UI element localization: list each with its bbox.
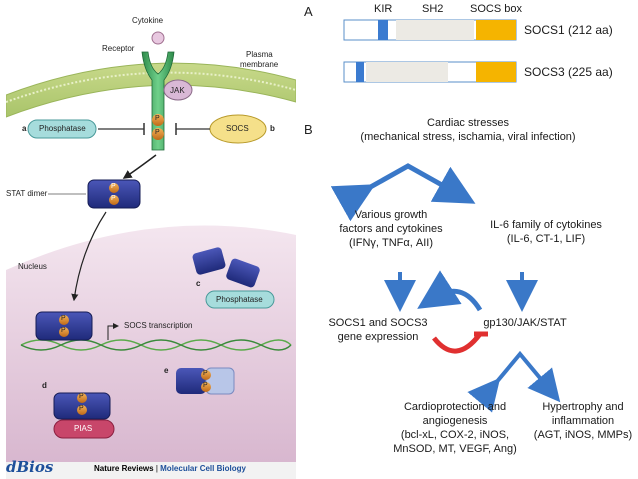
cardio-line-4: MnSOD, MT, VEGF, Ang) bbox=[393, 443, 517, 455]
cardio-line-3: (bcl-xL, COX-2, iNOS, bbox=[400, 429, 510, 441]
sh2-label: SH2 bbox=[422, 3, 444, 15]
phosphatase-c-label: Phosphatase bbox=[216, 295, 263, 304]
p-label: P bbox=[155, 115, 160, 122]
letter-d: d bbox=[42, 381, 47, 390]
phosphatase-a-label: Phosphatase bbox=[39, 124, 86, 133]
panel-b-letter: B bbox=[304, 122, 313, 137]
socs-box-label: SOCS box bbox=[470, 3, 522, 15]
p-label: P bbox=[61, 327, 66, 334]
dna bbox=[20, 339, 292, 351]
receptor bbox=[141, 51, 175, 151]
letter-b: b bbox=[270, 124, 275, 133]
feedback-arrow bbox=[417, 270, 483, 312]
p-label: P bbox=[111, 183, 116, 190]
p-label: P bbox=[155, 129, 160, 136]
jak-label: JAK bbox=[170, 86, 185, 95]
pias bbox=[53, 419, 115, 439]
socs3-name: SOCS3 (225 aa) bbox=[524, 65, 613, 79]
phospho-p bbox=[152, 114, 164, 126]
panel-a-letter: A bbox=[304, 4, 313, 19]
phospho-p bbox=[152, 128, 164, 140]
hyper-line-2: inflammation bbox=[551, 415, 615, 427]
p-label: P bbox=[203, 382, 208, 389]
signaling-diagram bbox=[6, 0, 296, 479]
socs-expr-line-2: gene expression bbox=[337, 331, 419, 343]
phosphatase-c bbox=[205, 290, 275, 309]
inhibition-arrow bbox=[432, 332, 482, 354]
nucleus-label: Nucleus bbox=[18, 262, 47, 271]
cardiac-stresses-node: Cardiac stresses (mechanical stress, isc… bbox=[318, 116, 618, 144]
membrane-label: membrane bbox=[240, 60, 279, 69]
credit-separator: | bbox=[155, 464, 158, 473]
p-label: P bbox=[61, 315, 66, 322]
nucleus-region bbox=[6, 225, 296, 462]
receptor-label: Receptor bbox=[102, 44, 135, 53]
p-label: P bbox=[111, 195, 116, 202]
growth-factors-node: Various growth factors and cytokines (IF… bbox=[316, 208, 466, 250]
cardio-line-1: Cardioprotection and bbox=[403, 401, 507, 413]
cytokine-label: Cytokine bbox=[132, 16, 164, 25]
socs3-domain-bar bbox=[343, 61, 517, 83]
kir-label: KIR bbox=[374, 3, 393, 15]
phosphatase-a bbox=[27, 119, 97, 139]
socs-expr-line-1: SOCS1 and SOCS3 bbox=[328, 317, 428, 329]
hypertrophy-node: Hypertrophy and inflammation (AGT, iNOS,… bbox=[530, 400, 636, 442]
growth-line-3: (IFNγ, TNFα, AII) bbox=[349, 237, 433, 249]
split-arrow-bottom bbox=[467, 350, 561, 413]
socs1-name: SOCS1 (212 aa) bbox=[524, 23, 613, 37]
socs-transcription-label: SOCS transcription bbox=[124, 321, 193, 330]
hyper-line-1: Hypertrophy and bbox=[542, 401, 624, 413]
p-label: P bbox=[79, 405, 84, 412]
il6-line-1: IL-6 family of cytokines bbox=[490, 219, 602, 231]
il6-node: IL-6 family of cytokines (IL-6, CT-1, LI… bbox=[460, 218, 632, 246]
plasma-label: Plasma bbox=[246, 50, 273, 59]
jak bbox=[163, 79, 193, 101]
p-label: P bbox=[203, 370, 208, 377]
cardiac-title: Cardiac stresses bbox=[427, 117, 509, 129]
credit-journal: Nature Reviews bbox=[94, 464, 154, 473]
letter-e: e bbox=[164, 366, 169, 375]
cardiac-detail: (mechanical stress, ischamia, viral infe… bbox=[360, 131, 576, 143]
hyper-line-3: (AGT, iNOS, MMPs) bbox=[533, 429, 633, 441]
stat-dimer bbox=[87, 179, 141, 209]
letter-c: c bbox=[196, 279, 201, 288]
gp130-label: gp130/JAK/STAT bbox=[483, 317, 567, 329]
credit-title: Molecular Cell Biology bbox=[160, 464, 246, 473]
figure-credit: Nature Reviews | Molecular Cell Biology bbox=[94, 464, 246, 473]
split-arrow-top bbox=[330, 163, 476, 222]
il6-line-2: (IL-6, CT-1, LIF) bbox=[506, 233, 586, 245]
socs-b-label: SOCS bbox=[226, 124, 249, 133]
p-label: P bbox=[79, 393, 84, 400]
cytokine-ball bbox=[151, 31, 165, 45]
growth-line-1: Various growth bbox=[354, 209, 428, 221]
socs1-domain-bar bbox=[343, 19, 517, 41]
socs-expression-node: SOCS1 and SOCS3 gene expression bbox=[318, 316, 438, 344]
stat-dimer-label: STAT dimer bbox=[6, 189, 48, 198]
cardio-line-2: angiogenesis bbox=[422, 415, 488, 427]
cardioprotection-node: Cardioprotection and angiogenesis (bcl-x… bbox=[380, 400, 530, 456]
letter-a: a bbox=[22, 124, 27, 133]
dbios-logo: dBios bbox=[6, 458, 54, 476]
panel-graphics bbox=[330, 19, 561, 413]
pias-label: PIAS bbox=[74, 424, 93, 433]
gp130-node: gp130/JAK/STAT bbox=[470, 316, 580, 330]
signaling-figure: Cytokine Receptor Plasma membrane JAK a … bbox=[6, 0, 296, 479]
socs-panels: A KIR SH2 SOCS box SOCS1 (212 aa) SOCS3 … bbox=[300, 0, 638, 479]
growth-line-2: factors and cytokines bbox=[339, 223, 443, 235]
